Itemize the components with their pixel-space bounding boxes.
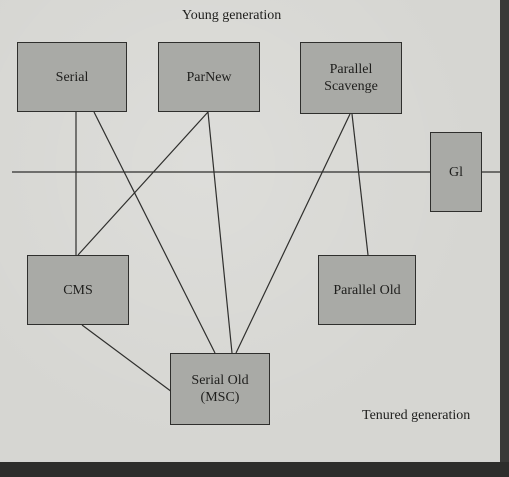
serial-label: Serial [55,69,89,85]
parallel-old-label: Parallel Old [333,282,401,298]
g1-label: Gl [449,164,463,180]
serial-old-collector-box: Serial Old (MSC) [170,353,270,425]
parallel-scavenge-label: Parallel Scavenge [324,62,378,94]
edge-parnew-to-cms [77,111,209,256]
edge-parnew-to-serial-old [207,111,233,354]
photo-edge-bottom [0,462,509,477]
parallel-old-collector-box: Parallel Old [318,255,416,325]
edge-parallel-scavenge-to-serial-old [235,113,351,354]
collector-connections [75,111,369,393]
tenured-generation-label: Tenured generation [362,408,471,423]
g1-collector-box: Gl [430,132,482,212]
serial-old-label: Serial Old (MSC) [191,373,249,405]
edge-parallel-scavenge-to-parallel-old [351,113,369,256]
photo-edge-right [500,0,509,477]
cms-label: CMS [63,282,93,298]
young-generation-label: Young generation [182,8,282,23]
serial-collector-box: Serial [17,42,127,112]
edge-cms-to-serial-old [81,324,173,393]
cms-collector-box: CMS [27,255,129,325]
parnew-collector-box: ParNew [158,42,260,112]
edge-serial-to-serial-old [93,111,216,354]
parnew-label: ParNew [186,69,232,85]
parallel-scavenge-collector-box: Parallel Scavenge [300,42,402,114]
